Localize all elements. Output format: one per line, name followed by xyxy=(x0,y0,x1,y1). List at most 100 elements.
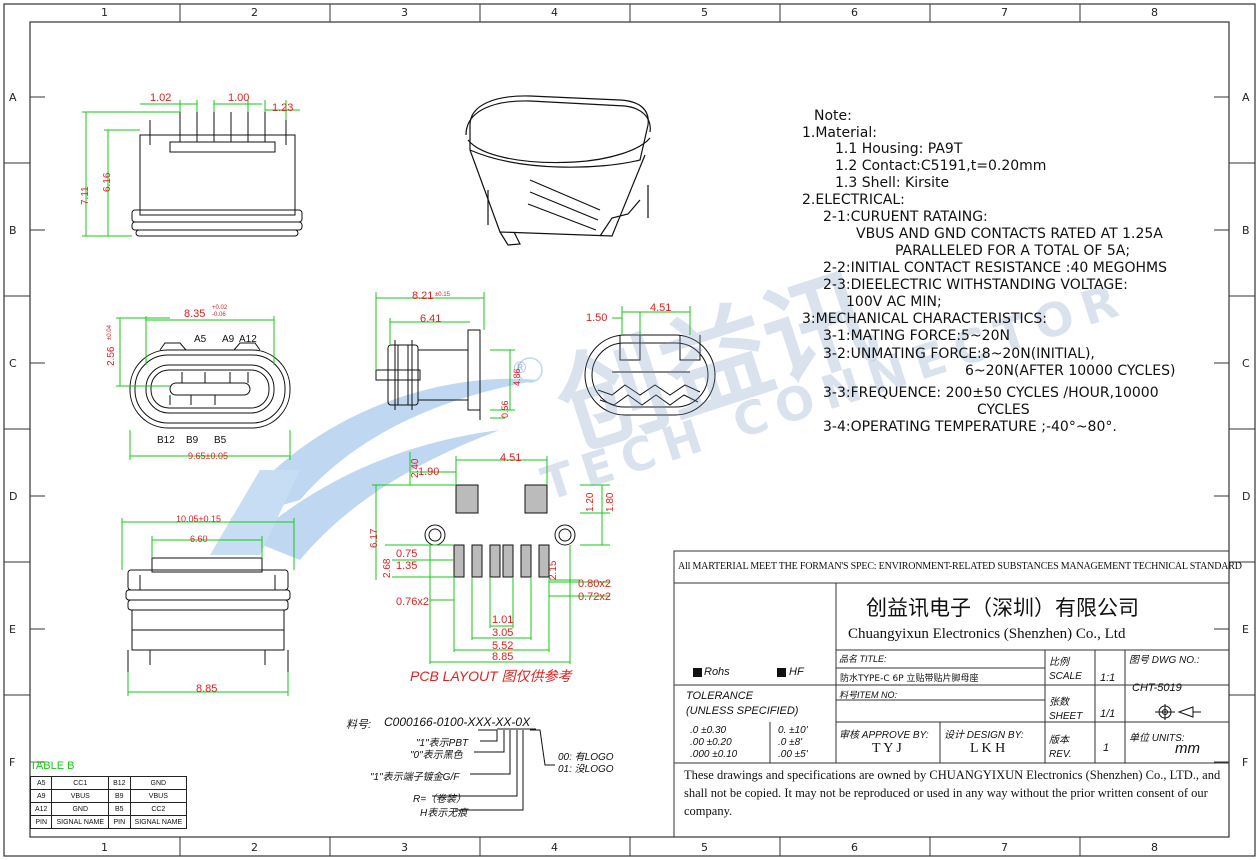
dim-label: 1.00 xyxy=(228,92,250,104)
pcb-layout-drawing xyxy=(372,452,610,664)
dim-label: 6.60 xyxy=(190,534,208,544)
dim-label: 1.23 xyxy=(272,102,294,114)
dim-label: 1.01 xyxy=(492,614,514,626)
zone-col-1-bottom: 1 xyxy=(101,841,108,854)
note-line: 1.Material: xyxy=(802,125,877,141)
table-cell: VBUS xyxy=(129,789,188,803)
part-option: "1"表示端子镀金G/F xyxy=(370,772,460,783)
note-line: CYCLES xyxy=(977,402,1030,418)
zone-col-2-bottom: 2 xyxy=(251,841,258,854)
isometric-view-drawing xyxy=(465,95,651,246)
dim-label: 1.90 xyxy=(418,466,440,478)
table-cell: A12 xyxy=(29,802,53,816)
dim-tolerance: ±0.04 xyxy=(107,325,113,340)
units-value: mm xyxy=(1175,740,1200,757)
tolerance-row: .00 ±5' xyxy=(778,749,808,760)
part-number-code: C000166-0100-XXX-XX-0X xyxy=(384,715,531,729)
note-line: PARALLELED FOR A TOTAL OF 5A; xyxy=(895,243,1131,259)
part-option: H表示无痕 xyxy=(420,808,468,819)
note-line: 3-3:FREQUENCE: 200±50 CYCLES /HOUR,10000 xyxy=(823,385,1159,401)
tolerance-row: .00 ±0.20 xyxy=(690,737,732,748)
note-line: 2-1:CURUENT RATAING: xyxy=(823,209,988,225)
part-number-leaders xyxy=(432,728,555,811)
pin-label: B9 xyxy=(186,435,199,446)
bottom-view-drawing xyxy=(125,557,291,672)
note-line: VBUS AND GND CONTACTS RATED AT 1.25A xyxy=(856,226,1163,242)
zone-col-1: 1 xyxy=(101,6,108,19)
dim-label: 2.15 xyxy=(548,560,559,580)
zone-col-5: 5 xyxy=(701,6,708,19)
rohs-checkbox-icon xyxy=(693,668,702,677)
note-line: 3-2:UNMATING FORCE:8~20N(INITIAL), xyxy=(823,346,1095,362)
note-line: 100V AC MIN; xyxy=(846,294,942,310)
tolerance-row: 0. ±10' xyxy=(778,725,808,736)
dim-label: 8.35 xyxy=(184,308,206,320)
table-cell: CC1 xyxy=(51,776,110,790)
note-line: 3-1:MATING FORCE:5~20N xyxy=(823,328,1010,344)
dim-label: 10.05±0.15 xyxy=(176,514,221,524)
table-cell: B9 xyxy=(108,789,131,803)
company-name-cn: 创益讯电子（深圳）有限公司 xyxy=(866,596,1139,620)
zone-row-e-right: E xyxy=(1242,623,1249,636)
dim-label: 4.51 xyxy=(500,452,522,464)
part-option: 00: 有LOGO xyxy=(558,752,614,763)
note-line: 6~20N(AFTER 10000 CYCLES) xyxy=(965,363,1176,379)
dim-tolerance: ±0.15 xyxy=(435,292,450,298)
dim-label: 2.56 xyxy=(106,346,117,366)
zone-col-4-bottom: 4 xyxy=(551,841,558,854)
table-cell: SIGNAL NAME xyxy=(129,815,188,829)
pcb-layout-caption: PCB LAYOUT 图仅供参考 xyxy=(410,668,572,684)
item-label: 料号ITEM NO: xyxy=(839,690,897,700)
dim-label: 1.35 xyxy=(396,560,418,572)
front-view-drawing xyxy=(129,342,291,429)
dim-label: 0.56 xyxy=(500,400,510,418)
zone-row-a-right: A xyxy=(1242,91,1250,104)
dim-label: 6.16 xyxy=(102,172,113,192)
dim-label: 2.68 xyxy=(382,558,393,578)
table-cell: PIN xyxy=(29,815,53,829)
part-option: "1"表示PBT xyxy=(416,738,469,749)
zone-row-f: F xyxy=(9,756,16,769)
dwg-value: CHT-5019 xyxy=(1132,682,1182,694)
zone-col-6-bottom: 6 xyxy=(851,841,858,854)
zone-col-3-bottom: 3 xyxy=(401,841,408,854)
zone-col-7: 7 xyxy=(1001,6,1008,19)
note-line: 2-2:INITIAL CONTACT RESISTANCE :40 MEGOH… xyxy=(823,260,1167,276)
ownership-notice: These drawings and specifications are ow… xyxy=(684,768,1221,818)
dim-label: 7.11 xyxy=(80,186,91,205)
table-cell: GND xyxy=(129,776,188,790)
top-view-dims xyxy=(82,100,300,237)
top-view-drawing xyxy=(131,112,303,237)
design-label: 设计 DESIGN BY: xyxy=(944,730,1024,741)
title-value: 防水TYPE-C 6P 立贴带贴片脚母座 xyxy=(840,674,979,684)
title-label: 品名 TITLE: xyxy=(839,654,887,664)
side-view-drawing xyxy=(375,329,481,420)
note-line: Note: xyxy=(814,108,852,124)
dim-label: 6.17 xyxy=(369,528,380,548)
units-label: 单位 UNITS: xyxy=(1129,733,1185,744)
table-cell: B12 xyxy=(108,776,131,790)
note-line: 1.3 Shell: Kirsite xyxy=(835,175,950,191)
dim-label: 1.02 xyxy=(150,92,172,104)
dim-label: 5.52 xyxy=(492,640,514,652)
dim-label: 0.80x2 xyxy=(578,578,612,590)
zone-col-8: 8 xyxy=(1151,6,1158,19)
zone-row-a: A xyxy=(9,91,17,104)
zone-col-2: 2 xyxy=(251,6,258,19)
part-option: "0"表示黑色 xyxy=(410,750,463,761)
dim-label: 8.85 xyxy=(196,683,218,695)
dim-label: 1.20 xyxy=(585,492,596,512)
table-cell: GND xyxy=(51,802,110,816)
sheet-value: 1/1 xyxy=(1100,708,1116,720)
end-view-dims xyxy=(612,306,691,335)
dwg-label: 图号 DWG NO.: xyxy=(1129,655,1200,666)
zone-col-8-bottom: 8 xyxy=(1151,841,1158,854)
zone-row-f-right: F xyxy=(1242,756,1249,769)
pin-label: B5 xyxy=(214,435,227,446)
zone-row-d: D xyxy=(9,490,18,503)
dim-label: 0.72x2 xyxy=(578,591,612,603)
zone-row-b-right: B xyxy=(1242,224,1250,237)
